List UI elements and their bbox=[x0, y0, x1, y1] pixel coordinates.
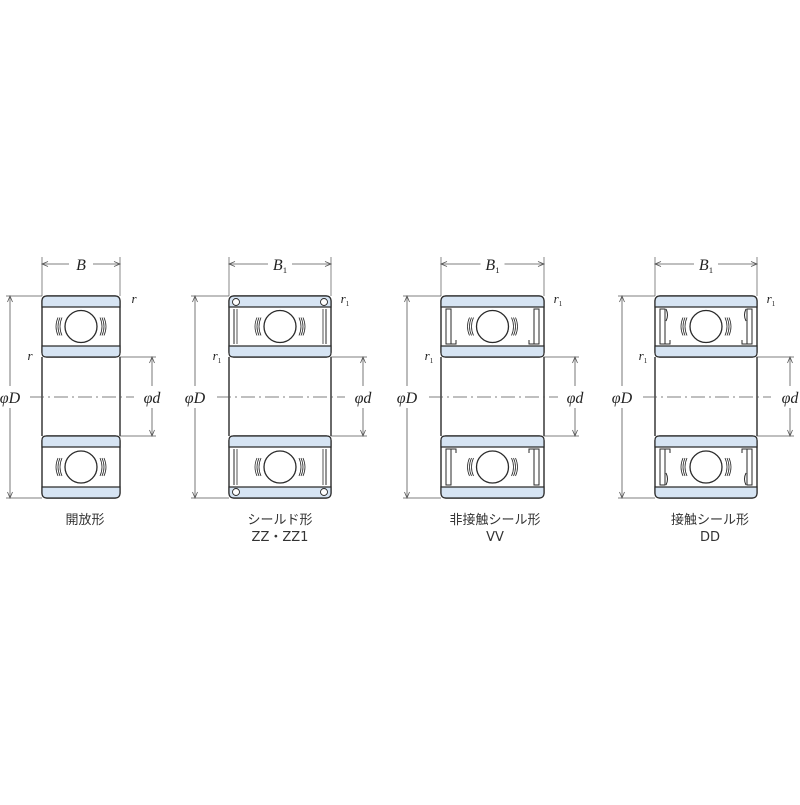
caption-open-name: 開放形 bbox=[65, 513, 105, 528]
outer-diameter-label: φD bbox=[612, 390, 633, 407]
width-label: B bbox=[76, 257, 86, 274]
corner-radius-outer-label: r1 bbox=[554, 291, 563, 308]
caption-shield: シールド形 ZZ・ZZ1 bbox=[220, 512, 340, 546]
caption-shield-code: ZZ・ZZ1 bbox=[251, 530, 309, 545]
corner-radius-inner-label: r1 bbox=[639, 348, 648, 365]
ball-icon bbox=[475, 450, 510, 484]
caption-open: 開放形 bbox=[30, 512, 140, 529]
ball-icon bbox=[64, 309, 98, 344]
caption-non-contact-seal-code: VV bbox=[486, 530, 504, 545]
ball-icon bbox=[689, 450, 723, 484]
caption-shield-name: シールド形 bbox=[247, 513, 313, 528]
inner-diameter-label: φd bbox=[782, 390, 800, 407]
corner-radius-inner-label: r1 bbox=[213, 348, 222, 365]
inner-diameter-label: φd bbox=[567, 390, 585, 407]
caption-non-contact-seal-name: 非接触シール形 bbox=[449, 513, 541, 528]
bearing-open: BφD φd r r bbox=[0, 254, 165, 500]
caption-contact-seal-name: 接触シール形 bbox=[670, 513, 749, 528]
ball-icon bbox=[263, 309, 297, 344]
corner-radius-outer-label: r bbox=[131, 291, 137, 306]
corner-radius-inner-label: r1 bbox=[425, 348, 434, 365]
caption-non-contact-seal: 非接触シール形 VV bbox=[430, 512, 560, 546]
outer-diameter-label: φD bbox=[397, 390, 418, 407]
ball-icon bbox=[64, 450, 98, 484]
outer-diameter-label: φD bbox=[0, 390, 21, 407]
caption-contact-seal: 接触シール形 DD bbox=[645, 512, 775, 546]
corner-radius-outer-label: r1 bbox=[341, 291, 350, 308]
ball-icon bbox=[689, 309, 723, 344]
outer-diameter-label: φD bbox=[185, 390, 206, 407]
corner-radius-inner-label: r bbox=[27, 348, 33, 363]
ball-icon bbox=[263, 450, 297, 484]
inner-diameter-label: φd bbox=[144, 390, 162, 407]
caption-contact-seal-code: DD bbox=[699, 530, 721, 545]
inner-diameter-label: φd bbox=[355, 390, 373, 407]
corner-radius-outer-label: r1 bbox=[767, 291, 776, 308]
ball-icon bbox=[475, 309, 510, 344]
